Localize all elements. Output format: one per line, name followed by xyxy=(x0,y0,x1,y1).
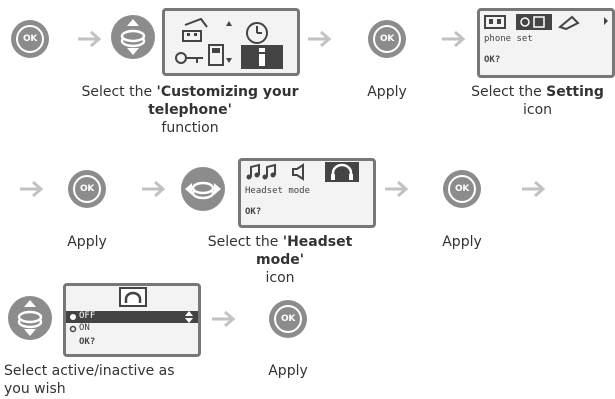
ok-label: OK xyxy=(373,25,401,53)
ok-button-1[interactable]: OK xyxy=(11,20,49,58)
setting-screen: phone set OK? xyxy=(477,8,615,78)
screen-text: phone set xyxy=(484,34,533,44)
caption-apply-4: Apply xyxy=(268,363,308,379)
key-icon xyxy=(175,52,203,64)
navigator-up-down-button[interactable] xyxy=(111,15,155,59)
ok-button-4[interactable]: OK xyxy=(443,170,481,208)
caption-customizing: Select the 'Customizing your telephone' … xyxy=(81,84,299,136)
on-option[interactable]: ON xyxy=(79,323,90,333)
off-label: OFF xyxy=(79,311,96,321)
arrow-right-icon xyxy=(142,180,166,198)
answering-machine-icon xyxy=(484,15,506,29)
info-icon-selected xyxy=(241,45,283,69)
arrow-right-icon xyxy=(78,30,102,48)
caption-setting: Select the Setting icon xyxy=(471,84,604,118)
radio-selected-icon xyxy=(70,314,76,320)
headset-mode-screen: Headset mode OK? xyxy=(238,158,376,228)
screen-prompt: OK? xyxy=(245,207,262,217)
arrow-right-icon xyxy=(385,180,409,198)
ok-label: OK xyxy=(16,25,44,53)
tools-icon xyxy=(557,15,580,31)
navigator-left-right-button[interactable] xyxy=(181,167,225,211)
alarm-clock-icon xyxy=(246,22,268,44)
caption-active-inactive: Select active/inactive as you wish xyxy=(4,363,175,397)
up-down-arrows-icon xyxy=(17,300,43,336)
customizing-menu-screen xyxy=(162,8,300,76)
headset-icon xyxy=(119,287,147,307)
arrow-right-icon xyxy=(522,180,546,198)
screen-text: Headset mode xyxy=(245,186,311,196)
scroll-arrows-icon xyxy=(185,311,193,323)
arrow-right-icon xyxy=(308,30,332,48)
ok-label: OK xyxy=(274,305,302,333)
screen-prompt: OK? xyxy=(484,55,501,65)
phone-hand-icon xyxy=(182,17,208,42)
up-down-arrows-icon xyxy=(120,19,146,55)
screen-prompt: OK? xyxy=(79,337,96,347)
ok-button-2[interactable]: OK xyxy=(368,20,406,58)
caption-headset: Select the 'Headset mode' icon xyxy=(207,234,353,286)
ok-label: OK xyxy=(448,175,476,203)
arrow-right-icon xyxy=(212,310,236,328)
on-off-screen: OFF ON OK? xyxy=(63,283,201,357)
radio-empty-icon xyxy=(69,325,77,333)
arrow-right-icon xyxy=(20,180,44,198)
headset-icon-selected xyxy=(325,162,359,182)
caption-apply-3: Apply xyxy=(442,234,482,250)
caption-apply-1: Apply xyxy=(367,84,407,100)
phone-set-icon xyxy=(208,44,224,66)
arrow-right-icon xyxy=(442,30,466,48)
navigator-up-down-button[interactable] xyxy=(8,296,52,340)
music-notes-icon xyxy=(246,163,276,180)
caption-apply-2: Apply xyxy=(67,234,107,250)
ok-label: OK xyxy=(73,175,101,203)
left-right-arrows-icon xyxy=(185,181,221,200)
off-option-selected[interactable] xyxy=(66,311,198,323)
ok-button-3[interactable]: OK xyxy=(68,170,106,208)
ok-button-5[interactable]: OK xyxy=(269,300,307,338)
speaker-icon xyxy=(292,163,304,181)
